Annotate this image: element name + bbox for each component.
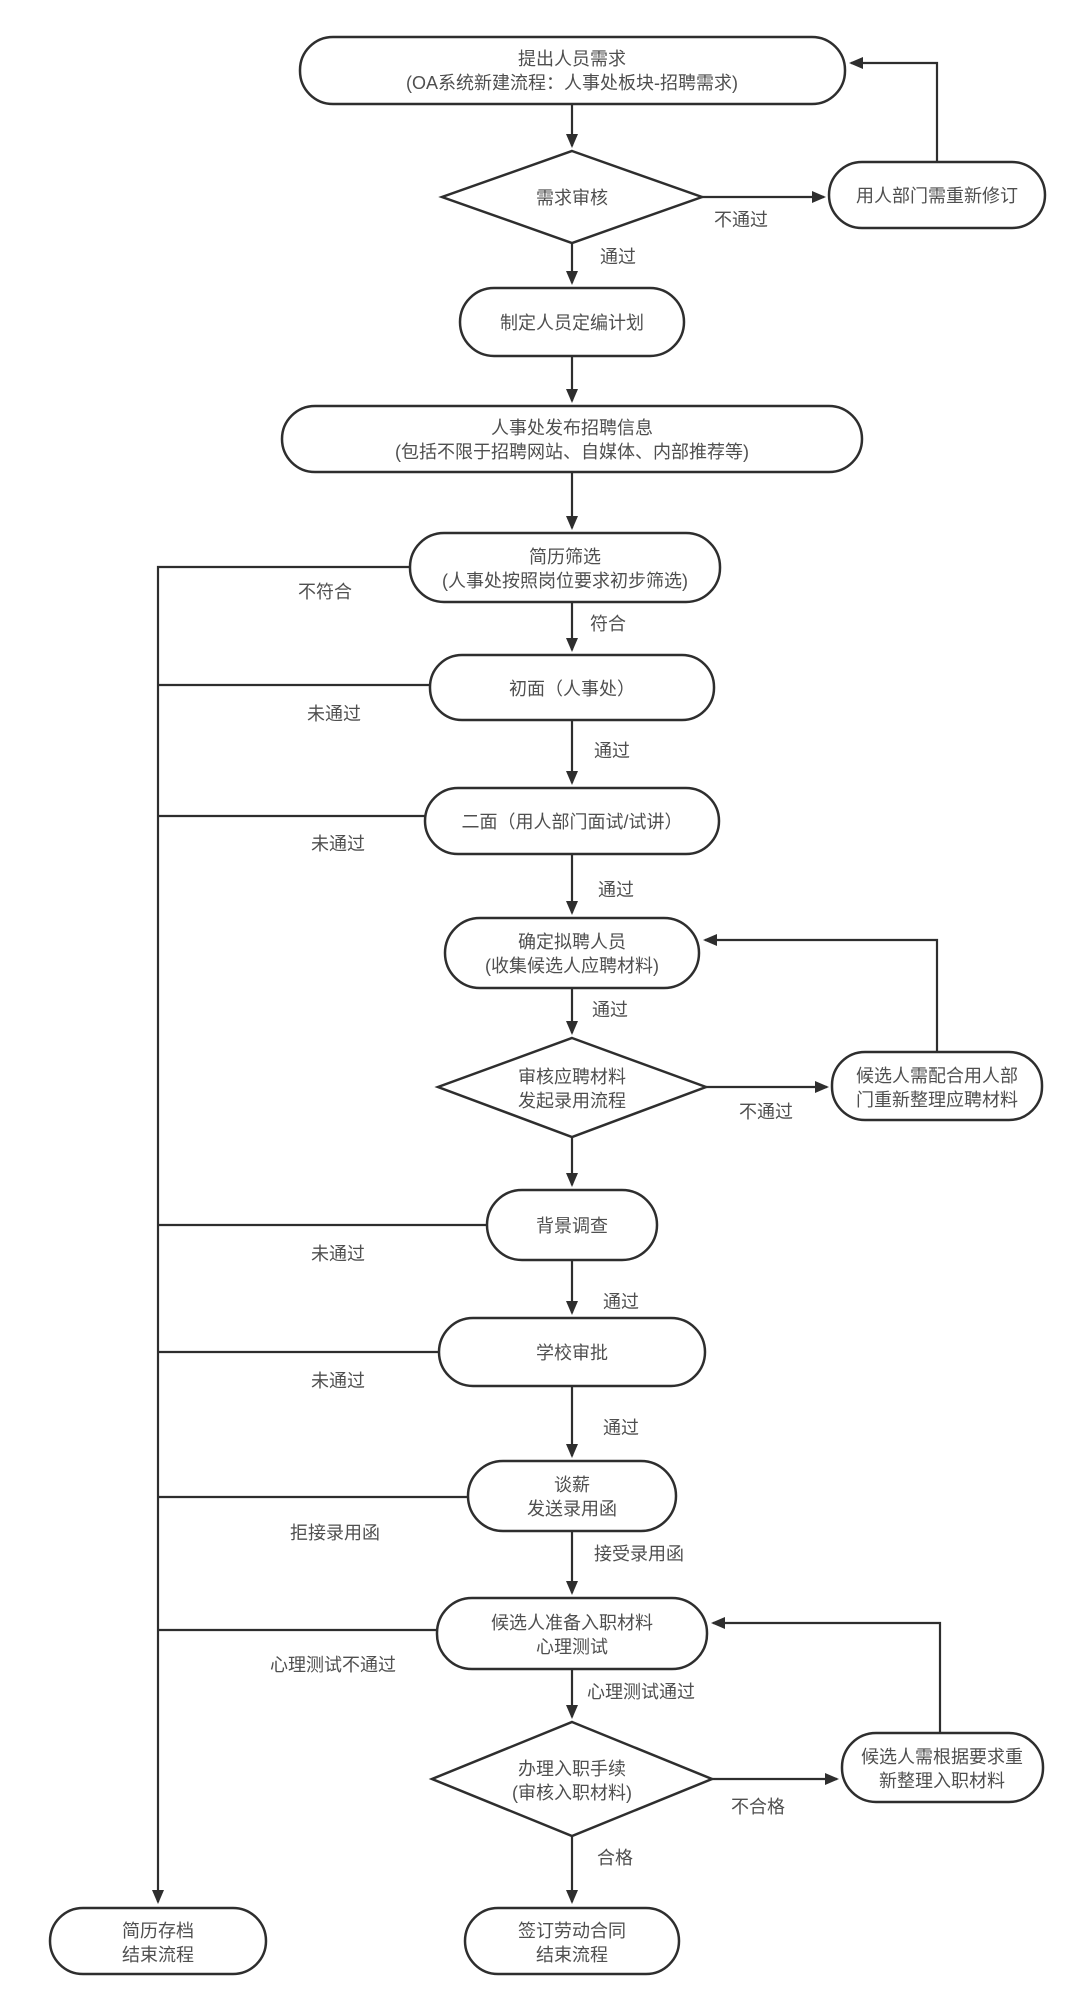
node-prepare-onboarding: 候选人准备入职材料 心理测试 [435,1596,709,1671]
node-sign-contract-line2: 结束流程 [536,1945,608,1965]
node-school-approval-label: 学校审批 [536,1343,608,1363]
node-publish-line2: (包括不限于招聘网站、自媒体、内部推荐等) [395,442,749,462]
node-review-materials-decision: 审核应聘材料 发起录用流程 [434,1036,710,1139]
node-archive-line2: 结束流程 [122,1945,194,1965]
node-onboarding-procedure-line1: 办理入职手续 [518,1759,626,1779]
node-salary-offer-line2: 发送录用函 [527,1499,617,1519]
node-dept-revise-label: 用人部门需重新修订 [856,186,1018,206]
node-resume-screen-line2: (人事处按照岗位要求初步筛选) [442,571,688,591]
node-background-check-label: 背景调查 [536,1216,608,1236]
label-reject-offer: 拒接录用函 [290,1523,380,1543]
node-first-interview-label: 初面（人事处） [509,679,635,699]
edge-revise-back-to-propose [849,57,939,162]
node-propose-staffing-request: 提出人员需求 (OA系统新建流程：人事处板块-招聘需求) [298,35,847,106]
label-pass-confirm: 通过 [592,1000,628,1020]
node-school-approval: 学校审批 [437,1316,707,1388]
node-resume-screen-line1: 简历筛选 [529,547,601,567]
node-propose-line2: (OA系统新建流程：人事处板块-招聘需求) [406,73,738,93]
label-fail-background: 未通过 [311,1244,365,1264]
edge-redo-back-to-prepare [711,1617,942,1733]
node-archive-resume-end: 简历存档 结束流程 [48,1906,268,1976]
label-fail-school: 未通过 [311,1371,365,1391]
edge-labels: 不通过 通过 不符合 符合 未通过 通过 未通过 通过 通过 不通过 未通过 通… [270,210,793,1868]
label-unqualified: 不合格 [731,1797,785,1817]
node-publish-line1: 人事处发布招聘信息 [491,418,653,438]
node-sign-contract-line1: 签订劳动合同 [518,1921,626,1941]
node-review-materials-line2: 发起录用流程 [518,1091,626,1111]
node-review-materials-line1: 审核应聘材料 [518,1067,626,1087]
node-propose-line1: 提出人员需求 [518,49,626,69]
node-redo-onboarding-materials: 候选人需根据要求重 新整理入职材料 [840,1731,1045,1804]
label-pass-school: 通过 [603,1418,639,1438]
node-onboarding-procedure-line2: (审核入职材料) [512,1783,632,1803]
node-confirm-candidate-line1: 确定拟聘人员 [518,932,626,952]
edge-redo-back-to-confirm [703,934,939,1052]
node-salary-offer-line1: 谈薪 [554,1475,590,1495]
label-no-match: 不符合 [298,582,352,602]
label-qualified: 合格 [597,1848,633,1868]
node-background-check: 背景调查 [485,1188,659,1262]
edge-screen-nomatch-rail [152,565,410,1904]
node-resume-screen: 简历筛选 (人事处按照岗位要求初步筛选) [408,531,722,604]
node-demand-review-label: 需求审核 [536,188,608,208]
node-prepare-onboarding-line1: 候选人准备入职材料 [491,1613,653,1633]
label-accept-offer: 接受录用函 [594,1544,684,1564]
node-demand-review-decision: 需求审核 [438,149,706,245]
node-headcount-plan: 制定人员定编计划 [458,286,686,358]
node-sign-contract-end: 签订劳动合同 结束流程 [463,1906,681,1976]
node-onboarding-procedure-decision: 办理入职手续 (审核入职材料) [428,1720,716,1838]
node-redo-apply-line1: 候选人需配合用人部 [856,1066,1018,1086]
node-redo-onboarding-line1: 候选人需根据要求重 [861,1747,1023,1767]
edges [152,57,942,1904]
node-second-interview-label: 二面（用人部门面试/试讲） [462,812,683,832]
node-first-interview: 初面（人事处） [428,653,716,722]
node-second-interview: 二面（用人部门面试/试讲） [423,786,721,856]
label-fail-first: 未通过 [307,704,361,724]
node-confirm-candidate-line2: (收集候选人应聘材料) [485,956,659,976]
node-salary-offer: 谈薪 发送录用函 [466,1459,678,1533]
label-fail-second: 未通过 [311,834,365,854]
label-pass-first: 通过 [594,741,630,761]
node-archive-line1: 简历存档 [122,1921,194,1941]
label-fail-psych: 心理测试不通过 [270,1655,396,1675]
label-fail-review: 不通过 [714,210,768,230]
node-publish-recruitment-info: 人事处发布招聘信息 (包括不限于招聘网站、自媒体、内部推荐等) [280,404,864,474]
nodes: 提出人员需求 (OA系统新建流程：人事处板块-招聘需求) 需求审核 用人部门需重… [48,35,1047,1976]
label-pass-psych: 心理测试通过 [587,1682,695,1702]
label-pass-review: 通过 [600,247,636,267]
node-redo-apply-line2: 门重新整理应聘材料 [856,1090,1018,1110]
label-pass-background: 通过 [603,1292,639,1312]
label-match: 符合 [590,614,626,634]
label-fail-materials: 不通过 [739,1102,793,1122]
node-confirm-candidate: 确定拟聘人员 (收集候选人应聘材料) [443,916,701,990]
node-prepare-onboarding-line2: 心理测试 [536,1637,608,1657]
node-dept-revise: 用人部门需重新修订 [827,160,1047,230]
node-headcount-plan-label: 制定人员定编计划 [500,313,644,333]
label-pass-second: 通过 [598,880,634,900]
node-redo-apply-materials: 候选人需配合用人部 门重新整理应聘材料 [830,1050,1044,1122]
node-redo-onboarding-line2: 新整理入职材料 [879,1771,1005,1791]
